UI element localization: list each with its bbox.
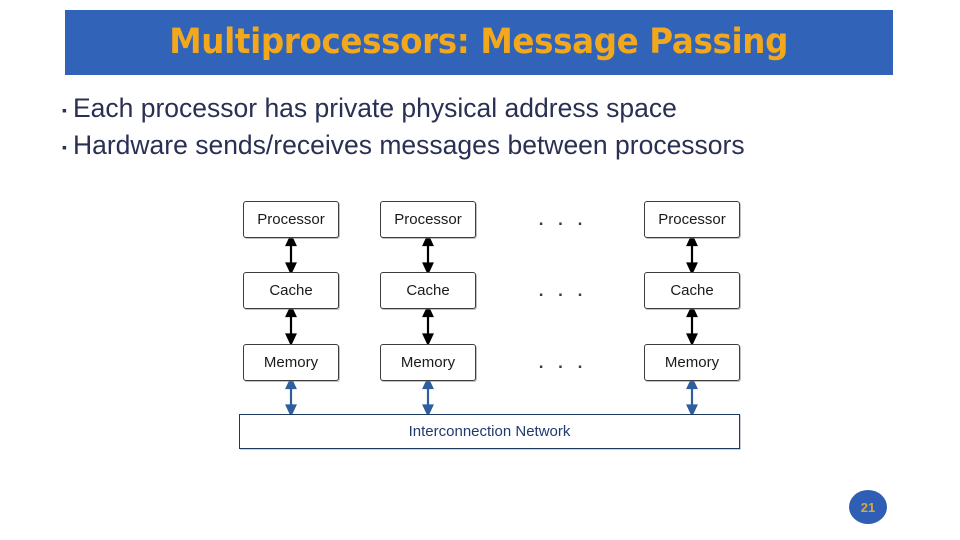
page-number-badge: 21: [849, 490, 887, 524]
bullet-square-icon: ▪: [62, 102, 67, 118]
processor-box-col3: Processor: [644, 201, 740, 238]
bullet-text: Each processor has private physical addr…: [72, 93, 677, 123]
memory-box-col3: Memory: [644, 344, 740, 381]
bullet-text: Hardware sends/receives messages between…: [72, 130, 745, 161]
bullet-list: ▪ Each processor has private physical ad…: [62, 90, 932, 164]
ellipsis-processor-row: . . .: [538, 210, 588, 229]
bullet-square-icon: ▪: [62, 139, 67, 156]
list-item: ▪ Hardware sends/receives messages betwe…: [62, 127, 932, 164]
cache-box-col3: Cache: [644, 272, 740, 309]
cache-box-col2: Cache: [380, 272, 476, 309]
processor-box-col1: Processor: [243, 201, 339, 238]
processor-box-col2: Processor: [380, 201, 476, 238]
interconnection-network-box: Interconnection Network: [239, 414, 740, 449]
memory-box-col1: Memory: [243, 344, 339, 381]
memory-box-col2: Memory: [380, 344, 476, 381]
ellipsis-memory-row: . . .: [538, 353, 588, 372]
list-item: ▪ Each processor has private physical ad…: [62, 90, 932, 127]
page-title: Multiprocessors: Message Passing: [169, 22, 789, 62]
slide-title-banner: Multiprocessors: Message Passing: [65, 10, 893, 75]
ellipsis-cache-row: . . .: [538, 281, 588, 300]
cache-box-col1: Cache: [243, 272, 339, 309]
